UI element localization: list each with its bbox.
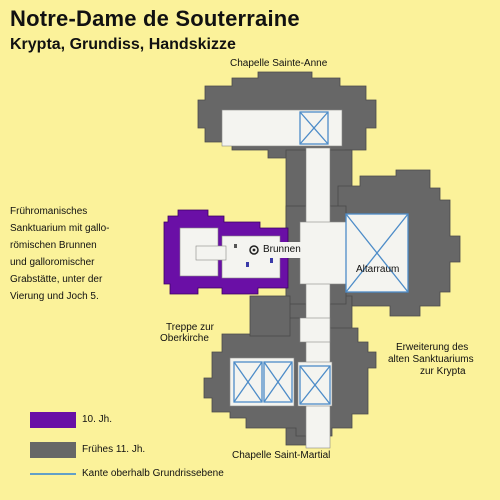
note-line: und galloromischer [10, 257, 95, 268]
wall-staircase [249, 295, 291, 337]
label-brunnen: Brunnen [262, 242, 302, 258]
sanctuary-note: Frühromanisches Sanktuarium mit gallo- r… [10, 203, 160, 305]
floor-brunnen-passage [195, 245, 227, 261]
page-title: Notre-Dame de Souterraine [10, 6, 300, 31]
note-line: Grabstätte, unter der [10, 274, 103, 285]
brunnen-well-icon [249, 245, 259, 255]
label-erweiterung-3: zur Krypta [420, 366, 466, 377]
legend-label-10th: 10. Jh. [82, 414, 113, 425]
floor-chapelle-anne [221, 109, 343, 147]
note-line: Vierung und Joch 5. [10, 291, 99, 302]
vault-lines [233, 111, 409, 405]
label-chapelle-martial: Chapelle Saint-Martial [232, 450, 331, 461]
legend-swatch-10th [30, 412, 76, 428]
note-line: Frühromanisches [10, 206, 88, 217]
label-treppe-1: Treppe zur [166, 322, 214, 333]
page-subtitle: Krypta, Grundiss, Handskizze [10, 36, 236, 53]
floor-stair-landing [299, 317, 331, 343]
legend-swatch-11th [30, 442, 76, 458]
label-chapelle-anne: Chapelle Sainte-Anne [230, 58, 328, 69]
label-treppe-2: Oberkirche [160, 333, 209, 344]
label-erweiterung-1: Erweiterung des [396, 342, 469, 353]
note-line: römischen Brunnen [10, 240, 97, 251]
legend-label-11th: Frühes 11. Jh. [82, 444, 146, 455]
label-altarraum: Altarraum [356, 264, 400, 275]
floor-connector [299, 221, 349, 285]
note-line: Sanktuarium mit gallo- [10, 223, 110, 234]
label-erweiterung-2: alten Sanktuariums [388, 354, 474, 365]
legend-label-edge: Kante oberhalb Grundrissebene [82, 468, 224, 479]
